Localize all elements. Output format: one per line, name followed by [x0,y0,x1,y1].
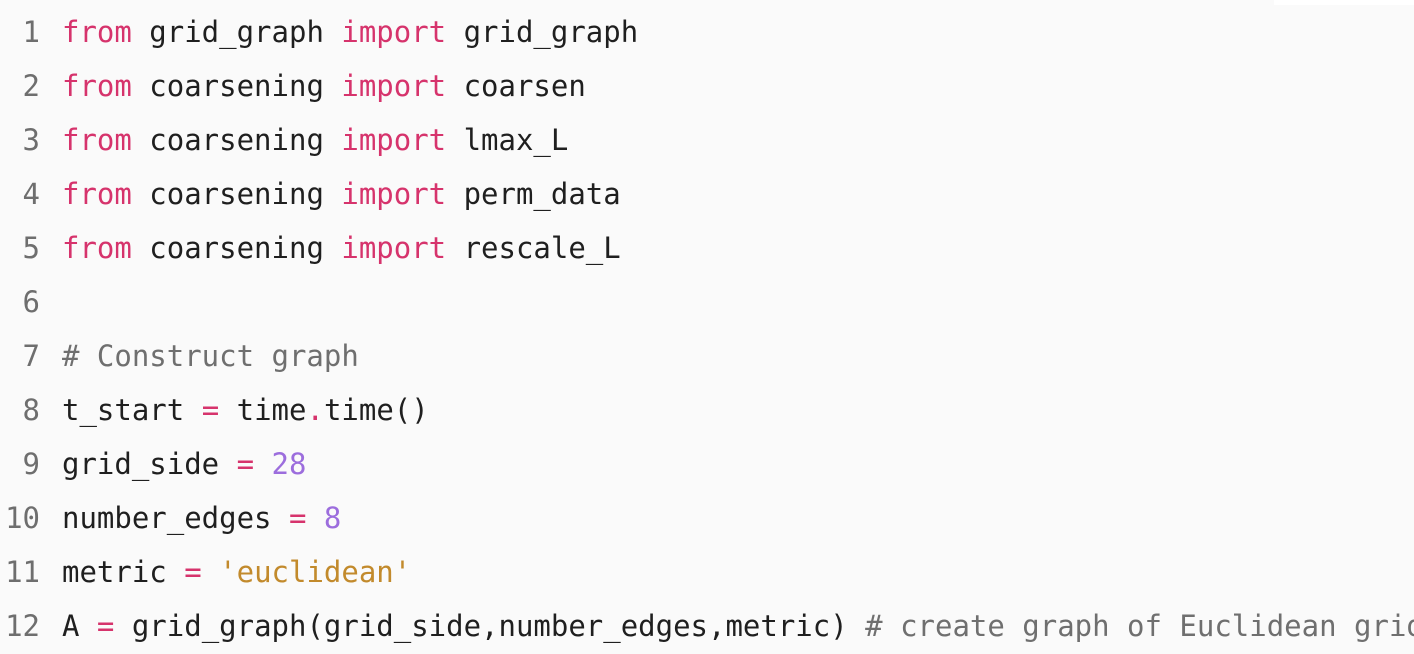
code-token: 8 [323,501,342,535]
code-token: coarsening [131,177,342,211]
code-token: = [288,501,307,535]
code-token: grid_graph [131,15,342,49]
line-number: 3 [22,123,40,157]
code-token: import [341,69,447,103]
code-token: # create graph of Euclidean grid [865,609,1414,643]
line-number: 9 [22,447,40,481]
code-line: 4 from coarsening import perm_data [0,167,1414,221]
line-number: 1 [22,15,40,49]
code-token [202,555,219,589]
code-token: coarsen [446,69,586,103]
line-number: 7 [22,339,40,373]
code-token: time [219,393,307,427]
line-content: number_edges = 8 [62,501,341,535]
code-token: import [341,123,447,157]
code-token: . [306,393,324,427]
code-token: = [96,609,115,643]
code-token: lmax_L [446,123,569,157]
line-content: grid_side = 28 [62,447,306,481]
line-number: 8 [22,393,40,427]
code-token: 'euclidean' [219,555,412,589]
line-number: 6 [22,285,40,319]
line-content: from coarsening import lmax_L [62,123,568,157]
code-token: 28 [271,447,307,481]
code-line: 5 from coarsening import rescale_L [0,221,1414,275]
code-token: from [62,231,132,265]
code-token: from [62,177,132,211]
code-token: = [201,393,220,427]
code-token: from [62,15,132,49]
line-content: from grid_graph import grid_graph [62,15,638,49]
code-token: number_edges [62,501,289,535]
code-token: grid_side [62,447,237,481]
line-number: 10 [5,501,40,535]
code-line: 2 from coarsening import coarsen [0,59,1414,113]
line-content: metric = 'euclidean' [62,555,411,589]
code-line: 12 A = grid_graph(grid_side,number_edges,… [0,599,1414,653]
code-token: # Construct graph [62,339,359,373]
code-line: 9 grid_side = 28 [0,437,1414,491]
code-token [254,447,271,481]
code-token: = [236,447,255,481]
line-number: 11 [5,555,40,589]
code-token: metric [62,555,185,589]
line-content: A = grid_graph(grid_side,number_edges,me… [62,609,1414,643]
line-number: 12 [5,609,40,643]
code-token: import [341,177,447,211]
code-line: 3 from coarsening import lmax_L [0,113,1414,167]
line-number: 2 [22,69,40,103]
code-token: = [184,555,202,589]
code-token: from [62,69,132,103]
code-line: 11 metric = 'euclidean' [0,545,1414,599]
top-strip [1274,0,1414,5]
code-line: 7 # Construct graph [0,329,1414,383]
line-content: from coarsening import perm_data [62,177,621,211]
code-line: 10 number_edges = 8 [0,491,1414,545]
code-token [306,501,323,535]
code-token: coarsening [131,69,342,103]
code-token: coarsening [131,123,342,157]
code-token: time() [323,393,429,427]
line-content: from coarsening import rescale_L [62,231,621,265]
code-line: 1 from grid_graph import grid_graph [0,5,1414,59]
code-token: import [341,231,447,265]
code-lines: 1 from grid_graph import grid_graph 2 from … [0,5,1414,653]
line-content: # Construct graph [62,339,359,373]
code-token: grid_graph(grid_side,number_edges,metric… [114,609,866,643]
code-token: import [341,15,447,49]
code-token: A [62,609,97,643]
code-token: perm_data [446,177,621,211]
code-token: coarsening [131,231,342,265]
code-token: from [62,123,132,157]
line-number: 5 [22,231,40,265]
line-number: 4 [22,177,40,211]
line-content: from coarsening import coarsen [62,69,586,103]
code-line: 6 [0,275,1414,329]
code-token: rescale_L [446,231,621,265]
code-token: t_start [62,393,202,427]
code-line: 8 t_start = time.time() [0,383,1414,437]
code-token: grid_graph [446,15,639,49]
line-content: t_start = time.time() [62,393,429,427]
